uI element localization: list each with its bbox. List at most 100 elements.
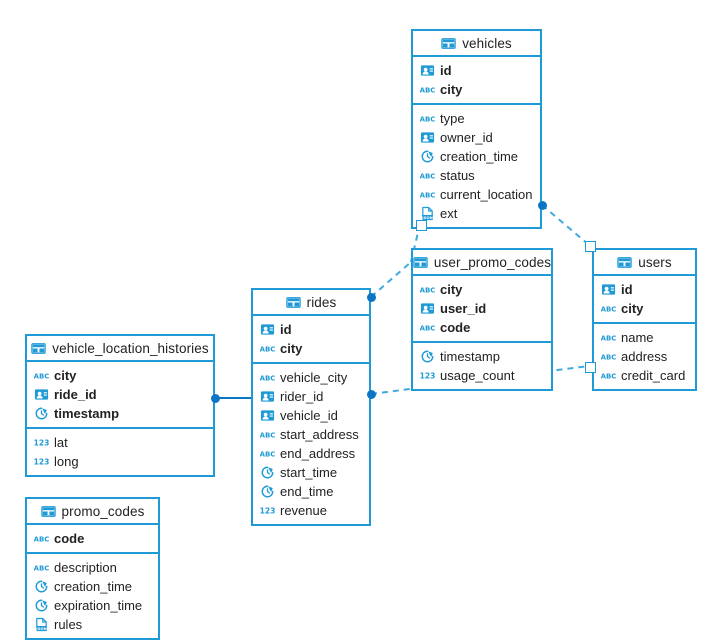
123-number-icon: 123 [420, 368, 435, 383]
id-badge-icon [260, 408, 275, 423]
field-name: address [621, 349, 668, 364]
field-name: end_time [280, 484, 334, 499]
json-file-icon: JSON [34, 617, 49, 632]
field-name: long [54, 454, 79, 469]
relationship-endpoint-square [584, 240, 596, 252]
entity-header[interactable]: user_promo_codes [413, 250, 551, 276]
field-name: owner_id [440, 130, 493, 145]
id-badge-icon [601, 282, 616, 297]
json-file-icon: JSON [420, 206, 435, 221]
svg-text:ABC: ABC [420, 116, 435, 124]
relationship-line [541, 204, 590, 246]
relationship-endpoint-dot [537, 200, 547, 210]
field-row[interactable]: owner_id [413, 128, 540, 147]
field-name: city [54, 368, 77, 383]
svg-text:ABC: ABC [260, 375, 275, 383]
svg-text:ABC: ABC [420, 287, 435, 295]
relationship-endpoint-dot [366, 389, 376, 399]
entity-header[interactable]: promo_codes [27, 499, 158, 525]
field-row[interactable]: ABC city [27, 366, 213, 385]
field-row[interactable]: vehicle_id [253, 406, 369, 425]
entity-header[interactable]: vehicles [413, 31, 540, 57]
abc-text-icon: ABC [260, 370, 275, 385]
field-row[interactable]: id [413, 61, 540, 80]
field-row[interactable]: ABC vehicle_city [253, 368, 369, 387]
field-row[interactable]: rider_id [253, 387, 369, 406]
abc-text-icon: ABC [34, 368, 49, 383]
svg-text:ABC: ABC [601, 335, 616, 343]
clock-icon [260, 484, 275, 499]
relationship-endpoint-dot [210, 393, 220, 403]
svg-text:JSON: JSON [421, 215, 433, 220]
entity-header[interactable]: vehicle_location_histories [27, 336, 213, 362]
field-row[interactable]: timestamp [27, 404, 213, 423]
entity-header[interactable]: users [594, 250, 695, 276]
field-row[interactable]: expiration_time [27, 596, 158, 615]
table-icon [31, 341, 46, 356]
field-name: creation_time [440, 149, 519, 164]
field-name: id [280, 322, 292, 337]
abc-text-icon: ABC [34, 560, 49, 575]
svg-text:123: 123 [260, 506, 275, 515]
field-name: usage_count [440, 368, 515, 383]
field-name: timestamp [440, 349, 500, 364]
field-name: ext [440, 206, 458, 221]
clock-icon [34, 598, 49, 613]
abc-text-icon: ABC [420, 282, 435, 297]
field-row[interactable]: ABC type [413, 109, 540, 128]
id-badge-icon [420, 301, 435, 316]
field-name: user_id [440, 301, 487, 316]
field-row[interactable]: start_time [253, 463, 369, 482]
field-name: vehicle_id [280, 408, 338, 423]
field-row[interactable]: id [253, 320, 369, 339]
svg-text:ABC: ABC [420, 173, 435, 181]
field-name: expiration_time [54, 598, 143, 613]
field-name: vehicle_city [280, 370, 348, 385]
clock-icon [420, 149, 435, 164]
entity-title: users [638, 254, 672, 270]
field-name: type [440, 111, 465, 126]
field-row[interactable]: JSON ext [413, 204, 540, 223]
clock-icon [34, 406, 49, 421]
field-row[interactable]: user_id [413, 299, 551, 318]
entity-header[interactable]: rides [253, 290, 369, 316]
field-row[interactable]: ride_id [27, 385, 213, 404]
abc-text-icon: ABC [420, 187, 435, 202]
relationship-endpoint-square [415, 219, 427, 231]
field-row[interactable]: timestamp [413, 347, 551, 366]
field-row[interactable]: end_time [253, 482, 369, 501]
field-name: rules [54, 617, 83, 632]
field-row[interactable]: creation_time [27, 577, 158, 596]
field-row[interactable]: 123 usage_count [413, 366, 551, 385]
field-row[interactable]: id [594, 280, 695, 299]
field-row[interactable]: creation_time [413, 147, 540, 166]
field-row[interactable]: JSON rules [27, 615, 158, 634]
